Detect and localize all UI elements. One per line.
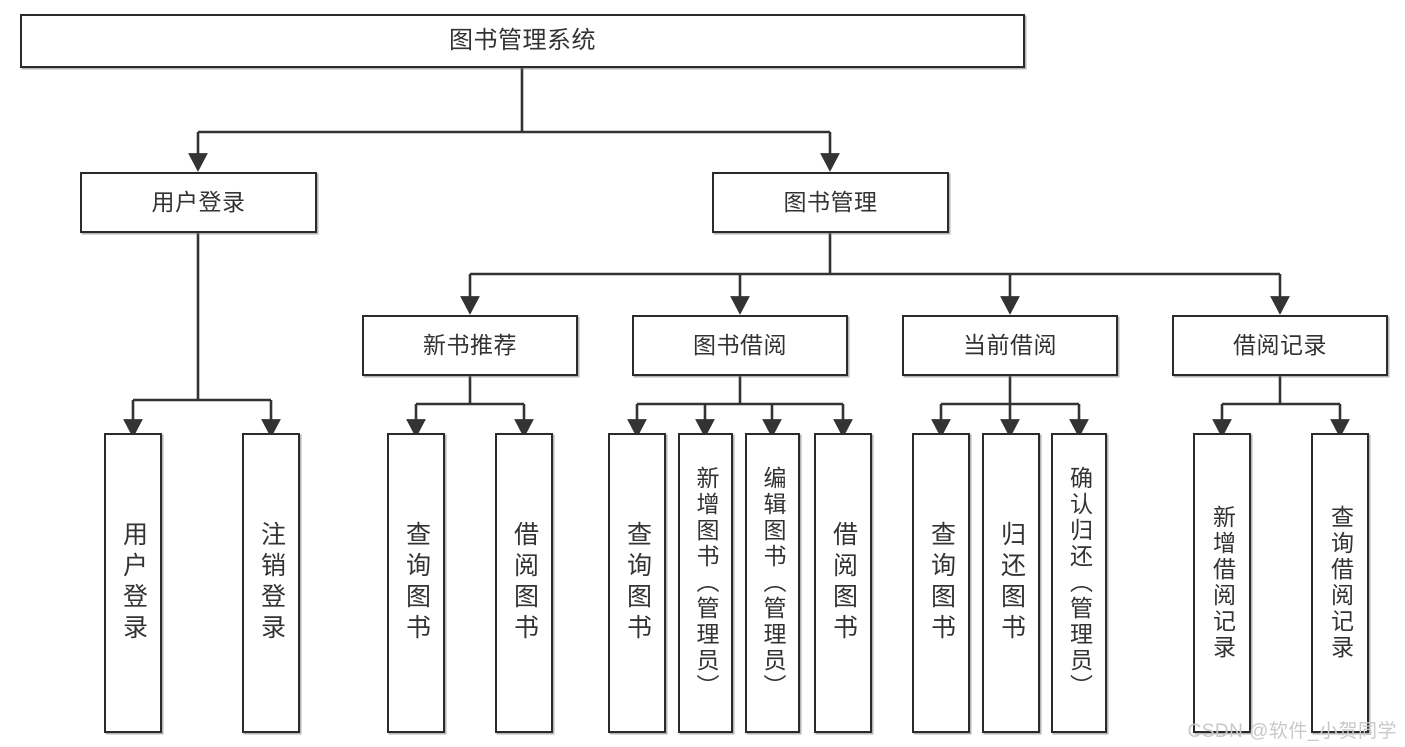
leaf-current-confirm-return-admin[interactable]: 确认归还（管理员）: [1051, 433, 1107, 733]
node-label: 图书管理系统: [449, 26, 596, 54]
node-root-book-management-system[interactable]: 图书管理系统: [20, 14, 1025, 68]
node-label: 查询图书: [402, 521, 431, 645]
leaf-borrow-edit-book-admin[interactable]: 编辑图书（管理员）: [745, 433, 800, 733]
csdn-watermark: CSDN @软件_小贺同学: [1187, 721, 1397, 742]
node-label: 新增图书（管理员）: [693, 466, 719, 700]
node-label: 用户登录: [119, 521, 148, 645]
node-label: 新书推荐: [423, 331, 517, 358]
node-user-login[interactable]: 用户登录: [80, 172, 317, 233]
leaf-current-return-book[interactable]: 归还图书: [982, 433, 1040, 733]
node-current-borrow[interactable]: 当前借阅: [902, 315, 1118, 376]
node-book-borrow[interactable]: 图书借阅: [632, 315, 848, 376]
node-label: 编辑图书（管理员）: [760, 466, 786, 700]
node-label: 查询图书: [927, 521, 956, 645]
node-label: 借阅图书: [829, 521, 858, 645]
leaf-record-add-borrow-record[interactable]: 新增借阅记录: [1193, 433, 1251, 733]
node-label: 用户登录: [151, 188, 246, 215]
node-label: 图书借阅: [693, 331, 787, 358]
leaf-record-query-borrow-record[interactable]: 查询借阅记录: [1311, 433, 1369, 733]
leaf-user-login[interactable]: 用户登录: [104, 433, 162, 733]
node-label: 归还图书: [997, 521, 1026, 645]
node-new-book-recommend[interactable]: 新书推荐: [362, 315, 578, 376]
leaf-current-query-book[interactable]: 查询图书: [912, 433, 970, 733]
node-label: 当前借阅: [963, 331, 1057, 358]
leaf-recommend-borrow-book[interactable]: 借阅图书: [495, 433, 553, 733]
node-label: 查询图书: [623, 521, 652, 645]
node-label: 确认归还（管理员）: [1066, 466, 1093, 700]
node-label: 借阅图书: [510, 521, 539, 645]
leaf-borrow-query-book[interactable]: 查询图书: [608, 433, 666, 733]
leaf-recommend-query-book[interactable]: 查询图书: [387, 433, 445, 733]
node-label: 新增借阅记录: [1209, 505, 1236, 661]
leaf-borrow-borrow-book[interactable]: 借阅图书: [814, 433, 872, 733]
node-label: 注销登录: [257, 521, 286, 645]
node-label: 图书管理: [783, 188, 878, 215]
node-book-management[interactable]: 图书管理: [712, 172, 949, 233]
leaf-borrow-add-book-admin[interactable]: 新增图书（管理员）: [678, 433, 733, 733]
leaf-logout-login[interactable]: 注销登录: [242, 433, 300, 733]
node-borrow-record[interactable]: 借阅记录: [1172, 315, 1388, 376]
node-label: 借阅记录: [1233, 331, 1327, 358]
node-label: 查询借阅记录: [1327, 505, 1354, 661]
